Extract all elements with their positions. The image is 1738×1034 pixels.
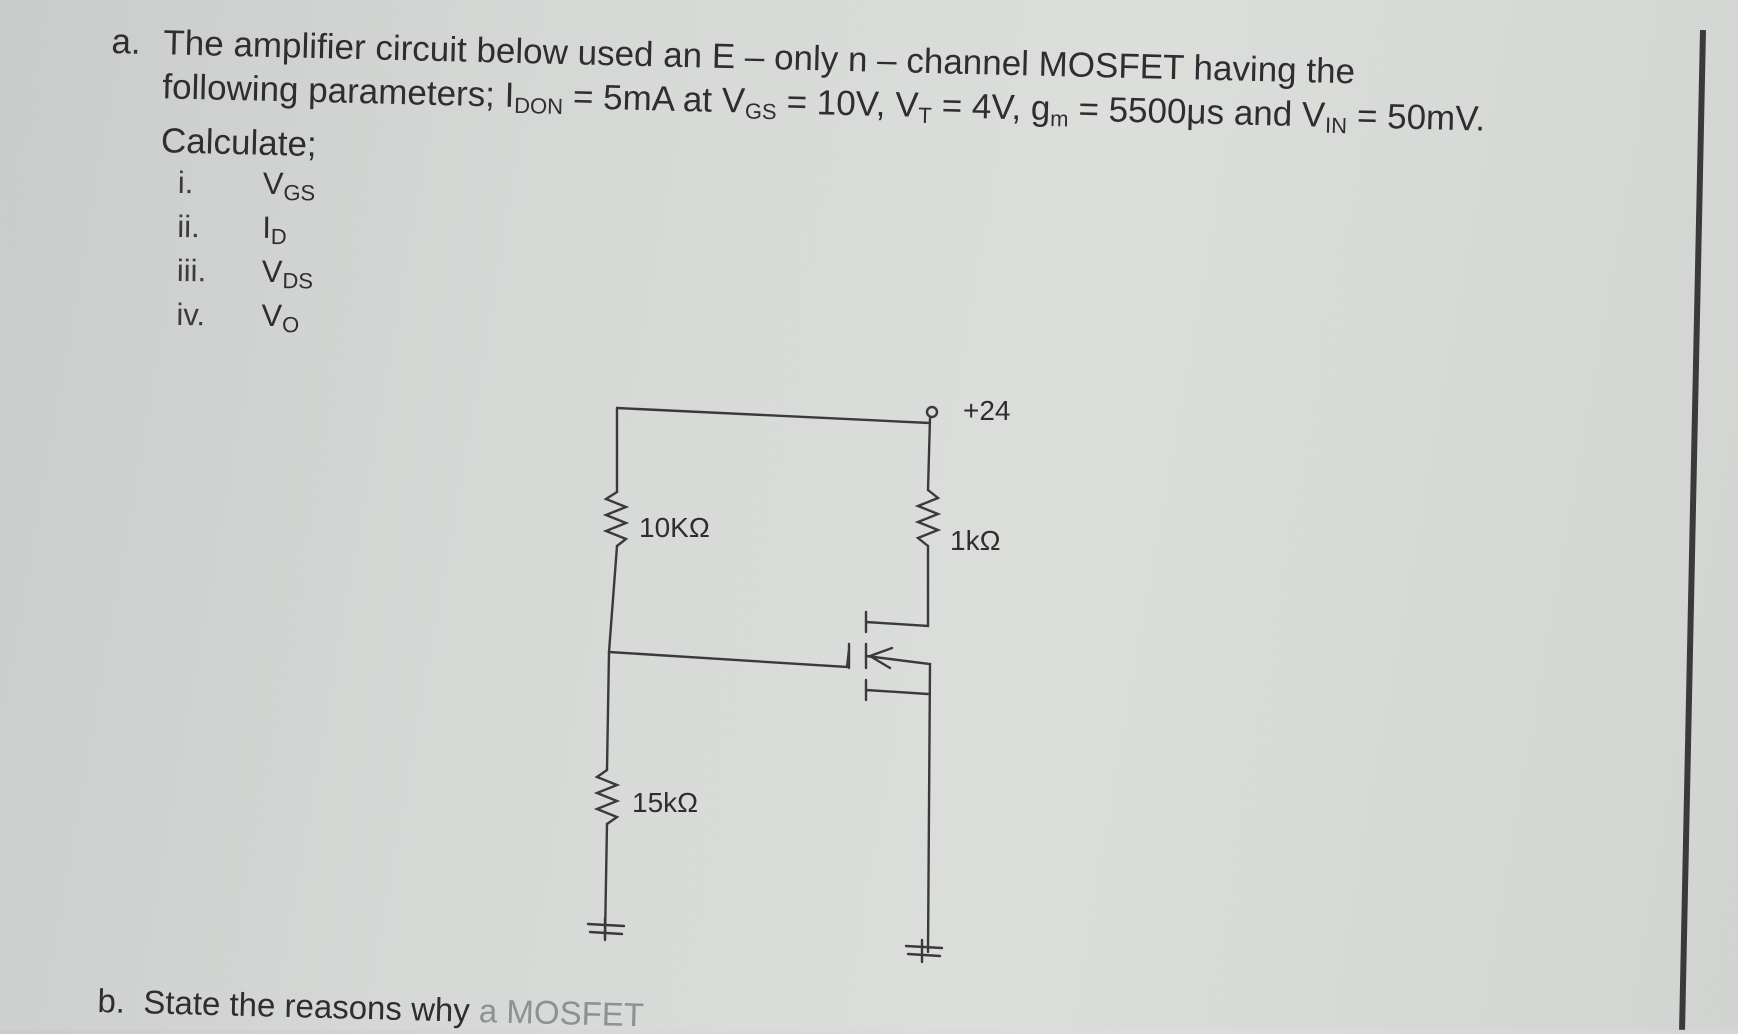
ground-right: [904, 938, 944, 964]
supply-voltage-label: +24: [963, 395, 1011, 426]
wire-left-mid: [607, 544, 619, 654]
resistor-10k-label: 10KΩ: [639, 512, 710, 543]
question-b-text: State the reasons why: [142, 983, 471, 1029]
wire-drain: [864, 544, 930, 628]
supply-terminal: [925, 405, 939, 419]
wire-body: [864, 688, 930, 696]
resistor-15k: [593, 768, 621, 826]
resistor-10k: [602, 490, 630, 548]
resistor-15k-label: 15kΩ: [632, 787, 698, 818]
wire-source: [864, 654, 932, 954]
wire-drain-supply: [926, 416, 932, 492]
wire-gate: [607, 648, 851, 669]
resistor-1k-label: 1kΩ: [950, 525, 1001, 556]
wire-top-rail: [615, 406, 932, 425]
mosfet-arrow: [867, 646, 894, 670]
wire-left-lower: [605, 650, 611, 772]
question-b-text-faded: a MOSFET: [478, 991, 645, 1034]
ground-left: [586, 916, 626, 942]
question-b-label: b.: [97, 982, 126, 1020]
resistor-1k: [914, 488, 942, 548]
